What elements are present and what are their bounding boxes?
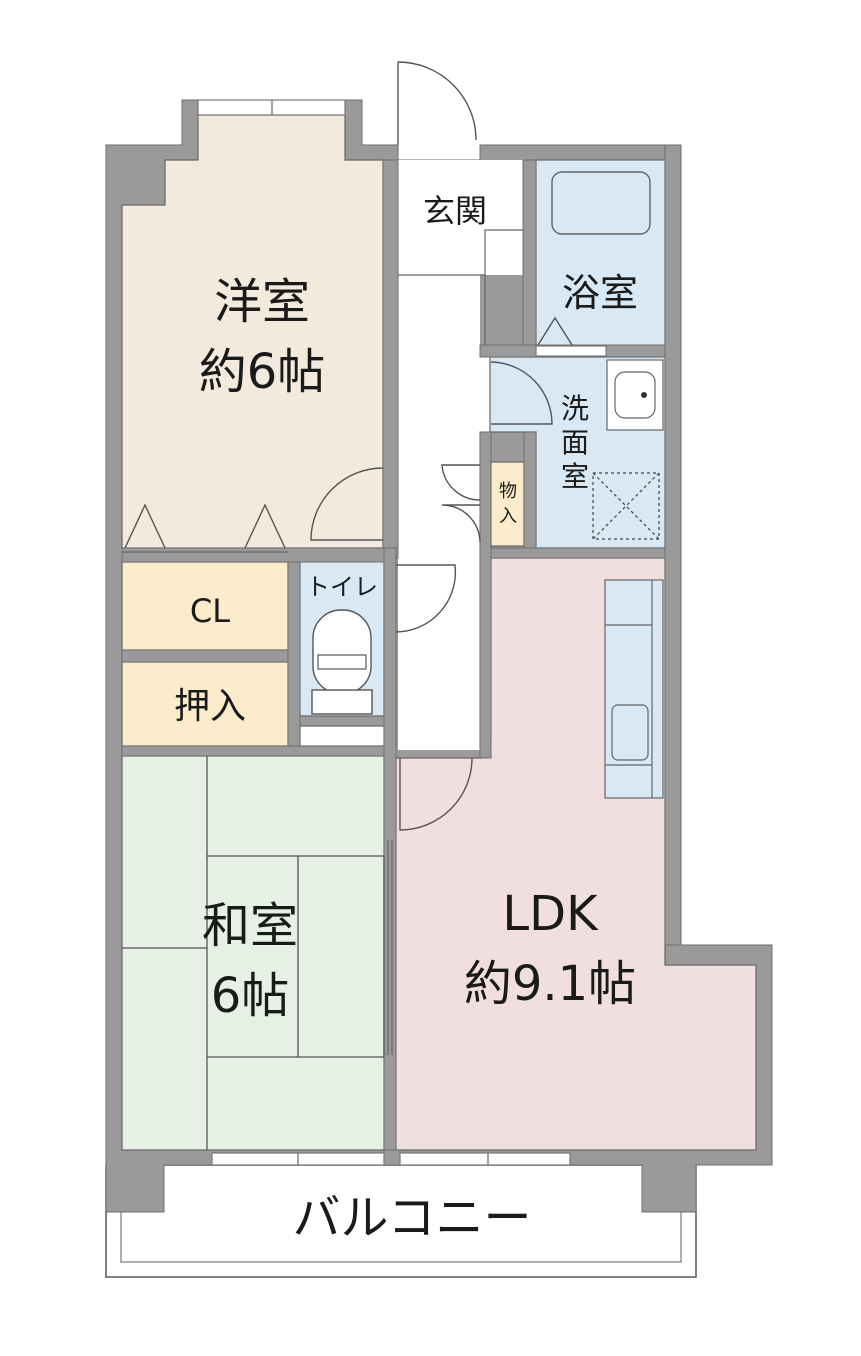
partition-wall <box>479 431 492 759</box>
partition-wall <box>522 159 537 349</box>
partition-wall <box>382 159 399 559</box>
label-oshiire: 押入 <box>174 686 246 727</box>
partition-wall <box>121 547 385 563</box>
door <box>395 564 457 633</box>
toilet-shelf <box>299 725 385 747</box>
kitchen-counter <box>604 579 664 799</box>
entrance-door <box>397 61 477 145</box>
label-japanese-name: 和室 <box>202 898 298 954</box>
room-oshiire <box>121 661 289 747</box>
corridor <box>398 160 490 750</box>
label-entrance: 玄関 <box>423 192 487 230</box>
label-japanese-size: 6帖 <box>211 968 290 1024</box>
label-washroom-1: 洗 <box>561 392 589 425</box>
closet-door-marker <box>124 503 286 549</box>
door <box>490 361 553 425</box>
door <box>310 467 384 541</box>
label-washroom-3: 室 <box>561 460 589 493</box>
partition-wall <box>490 547 666 559</box>
label-closet: CL <box>190 592 230 630</box>
label-storage-1: 物 <box>499 481 517 502</box>
bath-door <box>535 345 607 357</box>
tatami-lines <box>122 756 385 1150</box>
label-western-size: 約6帖 <box>199 344 326 400</box>
partition-wall <box>523 431 537 549</box>
bath-door-marker <box>537 316 573 346</box>
window <box>399 1152 571 1166</box>
door <box>399 757 473 831</box>
toilet-icon <box>311 609 373 715</box>
partition-wall <box>121 745 385 757</box>
room-closet <box>121 561 289 651</box>
label-balcony: バルコニー <box>292 1190 531 1246</box>
partition-wall <box>121 649 289 663</box>
door <box>441 464 481 543</box>
label-ldk-size: 約9.1帖 <box>464 956 636 1012</box>
partition-wall <box>383 547 397 1161</box>
partition-wall <box>664 144 682 946</box>
label-toilet: トイレ <box>306 573 378 601</box>
label-ldk-name: LDK <box>502 886 599 942</box>
label-western-name: 洋室 <box>214 274 310 330</box>
entrance-step <box>398 229 523 345</box>
partition-wall <box>383 1149 401 1166</box>
entrance-area <box>398 160 523 275</box>
label-storage-2: 入 <box>499 506 517 527</box>
room-storage <box>490 461 525 547</box>
bathtub-icon <box>551 171 651 235</box>
label-washroom-2: 面 <box>561 426 589 459</box>
washing-machine-space <box>592 472 660 540</box>
label-bath: 浴室 <box>562 271 638 315</box>
kitchen-sink-icon <box>611 704 649 761</box>
room-japanese <box>121 755 385 1151</box>
partition-wall <box>287 547 301 757</box>
balcony-area <box>105 1164 697 1278</box>
